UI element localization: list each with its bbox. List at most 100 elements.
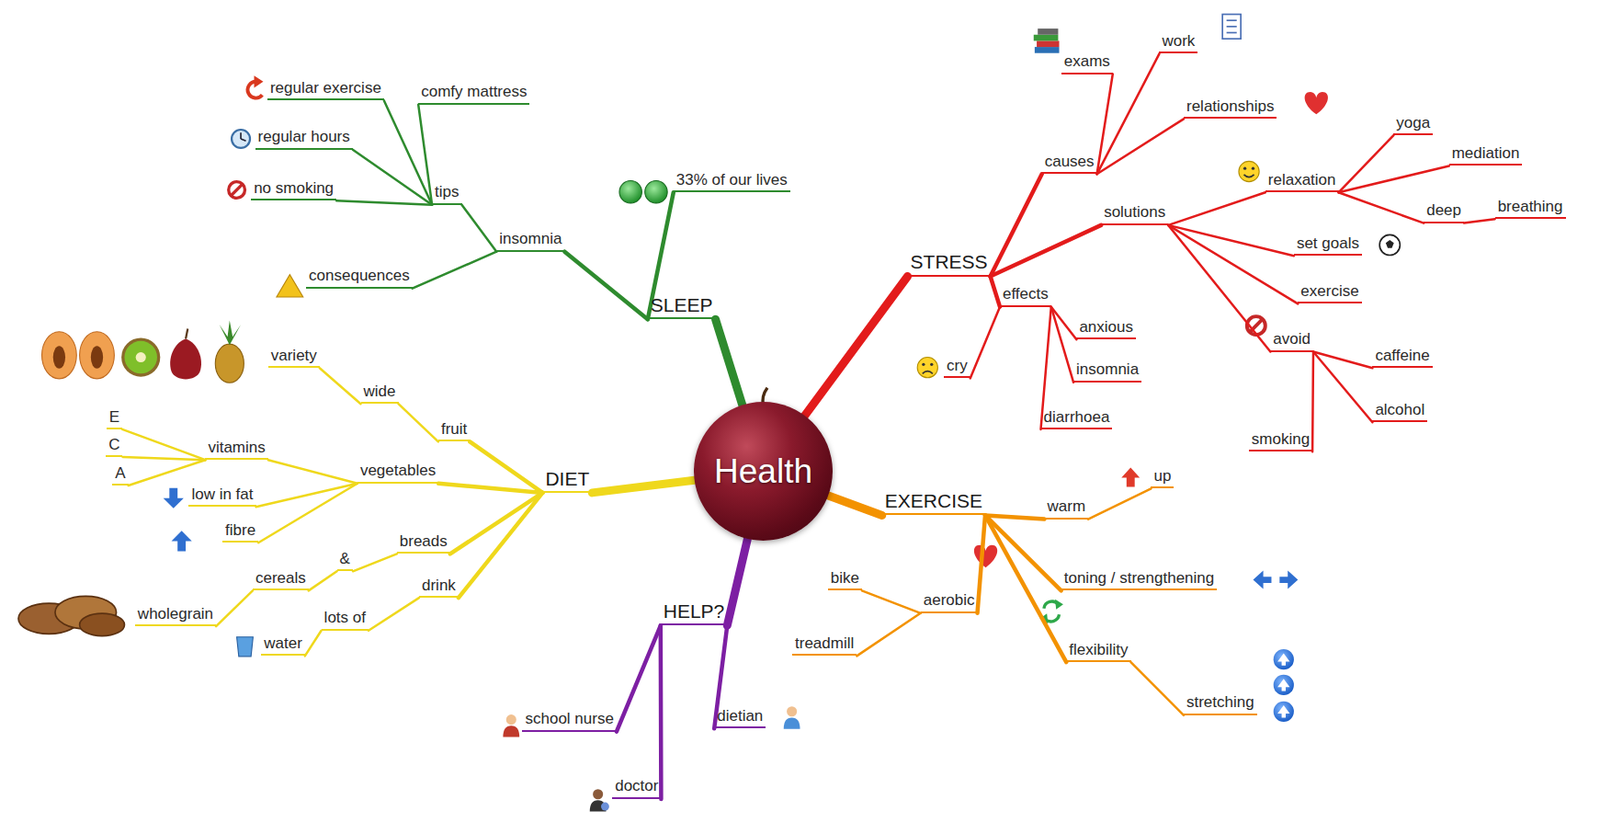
heart-icon — [974, 544, 998, 568]
bread-picture — [79, 612, 125, 636]
branch-label: work — [1158, 32, 1198, 54]
branch-label: bike — [828, 568, 863, 591]
branch-line — [469, 441, 543, 493]
branch-label: school nurse — [521, 709, 616, 731]
up-arrow-red — [1121, 466, 1140, 487]
water-cup — [237, 636, 254, 657]
branch-text: mediation — [1452, 144, 1521, 163]
branch-line — [977, 514, 987, 613]
branch-label: fibre — [222, 521, 259, 543]
branch-text: SLEEP — [650, 293, 714, 317]
branch-line — [990, 173, 1043, 276]
branch-text: treadmill — [794, 634, 854, 653]
branch-text: E — [109, 408, 120, 427]
branch-label: caffeine — [1372, 346, 1432, 368]
branch-label: smoking — [1248, 430, 1313, 452]
central-topic: Health — [693, 401, 833, 541]
branch-label: relationships — [1183, 97, 1277, 119]
up-circles — [1273, 701, 1294, 722]
branch-text: lots of — [324, 608, 366, 627]
branch-text: variety — [271, 346, 318, 365]
green-balls — [645, 180, 668, 203]
checklist-icon — [1222, 14, 1241, 40]
fruit-picture — [121, 337, 160, 376]
branch-text: up — [1153, 466, 1171, 486]
branch-text: comfy mattress — [420, 82, 527, 102]
branch-label: consequences — [306, 266, 413, 288]
smiley-icon — [1243, 174, 1254, 178]
branch-label: solutions — [1100, 203, 1169, 225]
checklist-icon — [1226, 25, 1237, 28]
checklist-icon — [1226, 19, 1237, 22]
main-branch-label: SLEEP — [647, 293, 716, 319]
branch-line — [804, 276, 908, 417]
branch-label: yoga — [1393, 113, 1433, 136]
water-cup — [237, 636, 254, 657]
branch-text: relationships — [1186, 97, 1274, 116]
branch-text: DIET — [544, 466, 590, 490]
branch-text: drink — [421, 576, 456, 595]
down-arrow-blue — [163, 487, 184, 509]
branch-label: toning / strengthening — [1061, 568, 1218, 591]
branch-line — [458, 492, 544, 598]
fruit-picture — [90, 345, 103, 368]
branch-text: deep — [1426, 201, 1462, 220]
books-icon — [1037, 28, 1058, 35]
branch-label: deep — [1423, 201, 1464, 223]
up-arrow-blue — [171, 530, 193, 551]
branch-text: water — [263, 634, 303, 653]
branch-label: dietian — [714, 706, 766, 728]
smiley-icon — [1243, 167, 1247, 171]
smiley-icon — [1238, 160, 1260, 182]
branch-label: warm — [1044, 497, 1090, 519]
branch-line — [1168, 225, 1294, 256]
branch-label: cereals — [252, 568, 309, 591]
branch-label: low in fat — [188, 485, 256, 507]
books-icon — [1034, 46, 1060, 54]
branch-label: effects — [999, 284, 1052, 307]
refresh-icon — [1055, 599, 1064, 610]
up-circles — [1273, 674, 1294, 695]
branch-label: vegetables — [357, 461, 439, 483]
branch-line — [368, 597, 420, 631]
branch-label: up — [1150, 466, 1174, 488]
branch-label: 33% of our lives — [673, 170, 791, 193]
branch-text: HELP? — [663, 599, 726, 623]
ball-icon — [1385, 239, 1395, 249]
books-icon — [1033, 34, 1059, 42]
branch-label: A — [112, 464, 128, 486]
branch-text: doctor — [614, 776, 659, 795]
branch-line — [564, 251, 647, 320]
branch-line — [1051, 306, 1074, 383]
branch-text: smoking — [1251, 430, 1310, 449]
branch-label: variety — [268, 346, 320, 368]
branch-text: exams — [1064, 52, 1111, 71]
branch-text: causes — [1044, 152, 1095, 171]
person-icon — [783, 716, 801, 728]
frown-icon — [922, 371, 933, 375]
branch-line — [1311, 351, 1315, 453]
branch-line — [828, 495, 882, 515]
person-icon — [506, 714, 517, 725]
branch-text: fibre — [225, 521, 256, 540]
clock-icon — [231, 129, 250, 148]
branch-text: vegetables — [360, 461, 436, 480]
branch-text: relaxation — [1268, 170, 1337, 190]
ball-icon — [1379, 234, 1400, 255]
branch-text: A — [114, 464, 125, 483]
person-icon — [590, 788, 610, 811]
warning-triangle — [276, 274, 304, 297]
branch-line — [715, 318, 743, 406]
branch-line — [658, 624, 664, 799]
branch-label: diarrhoea — [1041, 408, 1113, 430]
checklist-icon — [1222, 14, 1241, 40]
fruit-picture — [79, 331, 115, 379]
warning-triangle — [276, 274, 304, 297]
checklist-icon — [1226, 32, 1237, 35]
fruit-picture — [219, 320, 241, 346]
branch-label: wide — [361, 382, 399, 404]
up-circles — [1277, 678, 1290, 691]
exercise-icon — [248, 75, 264, 98]
branch-label: alcohol — [1372, 400, 1428, 422]
branch-line — [591, 479, 694, 493]
